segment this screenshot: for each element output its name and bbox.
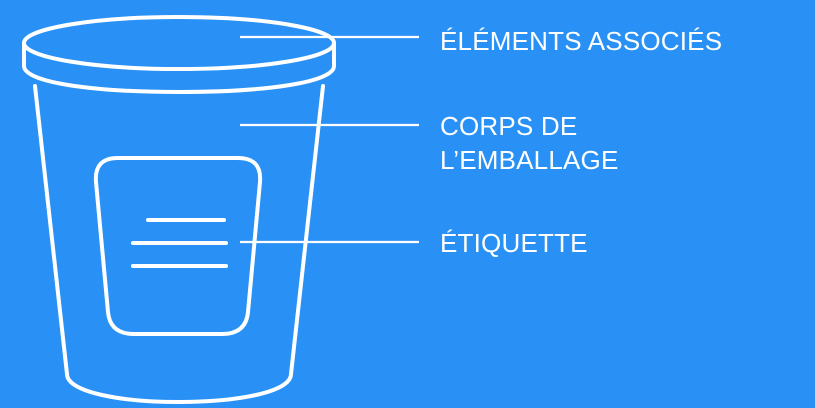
cup-body [33, 84, 325, 404]
callout-lines [240, 35, 419, 244]
lid-top [22, 15, 336, 71]
label-packaging-body: CORPS DE L’EMBALLAGE [440, 109, 619, 177]
label-packaging-body-line2: L’EMBALLAGE [440, 145, 619, 175]
label-associated-elements: ÉLÉMENTS ASSOCIÉS [440, 24, 722, 58]
label-associated-elements-text: ÉLÉMENTS ASSOCIÉS [440, 26, 723, 56]
label-tag-text: ÉTIQUETTE [440, 228, 588, 258]
label-packaging-body-line1: CORPS DE [440, 111, 578, 141]
cup-with-lid-icon [22, 15, 336, 404]
label-panel [93, 156, 263, 336]
text-lines-icon [131, 218, 228, 268]
lid-rim [22, 41, 336, 94]
label-tag: ÉTIQUETTE [440, 226, 588, 260]
